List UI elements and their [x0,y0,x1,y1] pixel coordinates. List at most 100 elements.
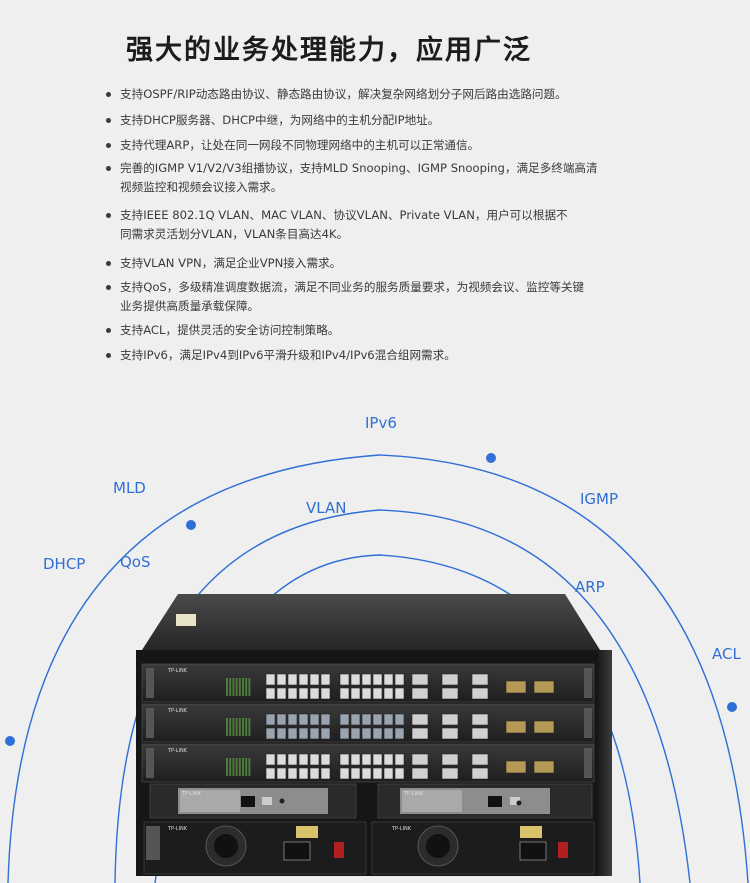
led-indicator [229,758,232,776]
ethernet-port-icon [372,727,383,740]
ethernet-port-icon [320,687,331,700]
ethernet-port-icon [276,673,287,686]
led-indicator [245,758,248,776]
combo-port-icon [411,727,429,740]
combo-port-icon [441,687,459,700]
combo-port-icon [441,753,459,766]
outer-arc [7,454,749,883]
ethernet-port-icon [320,673,331,686]
brand-logo: TP-LINK [403,791,424,797]
combo-port-icon [471,687,489,700]
chassis-side [598,650,612,876]
feature-item: 支持VLAN VPN，满足企业VPN接入需求。 [106,254,626,273]
ethernet-port-icon [350,673,361,686]
ethernet-port-icon [320,767,331,780]
brand-logo: TP-LINK [167,668,188,674]
feature-item: 支持OSPF/RIP动态路由协议、静态路由协议，解决复杂网络划分子网后路由选路问… [106,85,626,104]
ethernet-port-icon [309,753,320,766]
led-indicator [232,758,235,776]
bullet-icon [106,92,111,97]
ethernet-port-icon [383,727,394,740]
led-indicator [242,758,244,776]
power-supply-right: TP-LINK [371,821,595,875]
management-module-right: TP-LINK [377,783,593,819]
bullet-icon [106,261,111,266]
ethernet-port-icon [276,753,287,766]
ethernet-port-icon [339,753,350,766]
ethernet-port-icon [298,673,309,686]
console-port-icon [488,796,502,807]
ethernet-port-icon [394,687,405,700]
bullet-icon [106,166,111,171]
bullet-icon [106,118,111,123]
ethernet-port-icon [287,767,298,780]
led-indicator [245,718,248,736]
ethernet-port-icon [309,687,320,700]
label-acl: ACL [712,645,741,663]
led-indicator [229,678,232,696]
ethernet-port-icon [309,727,320,740]
ethernet-port-icon [265,687,276,700]
ethernet-port-icon [372,753,383,766]
power-supply-left: TP-LINK [143,821,367,875]
chassis-top [142,594,600,650]
combo-port-icon [471,753,489,766]
sfp-port-icon [505,720,527,734]
ethernet-port-icon [372,687,383,700]
ethernet-port-icon [383,713,394,726]
ethernet-port-icon [350,767,361,780]
ethernet-port-icon [361,687,372,700]
ethernet-port-icon [350,727,361,740]
feature-item: 支持代理ARP，让处在同一网段不同物理网络中的主机可以正常通信。 [106,136,626,155]
ethernet-port-icon [320,713,331,726]
ethernet-port-icon [309,767,320,780]
combo-port-icon [441,673,459,686]
ethernet-port-icon [287,727,298,740]
led-indicator [242,718,244,736]
ethernet-port-icon [394,673,405,686]
ethernet-port-icon [265,767,276,780]
label-arp: ARP [575,578,605,596]
combo-port-icon [441,767,459,780]
brand-logo: TP-LINK [167,748,188,754]
ethernet-port-icon [298,713,309,726]
label-ipv6: IPv6 [365,414,397,432]
ethernet-port-icon [372,767,383,780]
led-indicator [238,678,241,696]
ethernet-port-icon [383,767,394,780]
node-dot [186,520,196,530]
led-indicator [235,718,238,736]
ethernet-port-icon [361,767,372,780]
ethernet-port-icon [394,767,405,780]
brand-logo: TP-LINK [181,791,202,797]
switch-chassis: TP-LINK TP-LINK TP-LINK TP-LINK [136,594,612,876]
ethernet-port-icon [383,687,394,700]
chassis-label-sticker [176,614,196,626]
led-indicator [226,678,228,696]
bullet-icon [106,143,111,148]
ethernet-port-icon [320,753,331,766]
led-indicator [245,678,248,696]
console-port-icon [241,796,255,807]
ethernet-port-icon [287,713,298,726]
sfp-port-icon [533,760,555,774]
ethernet-port-icon [276,687,287,700]
ethernet-port-icon [320,727,331,740]
label-vlan: VLAN [306,499,346,517]
feature-item: 支持IEEE 802.1Q VLAN、MAC VLAN、协议VLAN、Priva… [106,206,576,244]
ethernet-port-icon [361,727,372,740]
node-dot [727,702,737,712]
label-mld: MLD [113,479,146,497]
led-indicator [238,718,241,736]
led-indicator [248,718,251,736]
ethernet-port-icon [394,753,405,766]
ethernet-port-icon [394,713,405,726]
ethernet-port-icon [309,673,320,686]
ethernet-port-icon [372,713,383,726]
ethernet-port-icon [287,687,298,700]
ethernet-port-icon [383,673,394,686]
ethernet-port-icon [276,727,287,740]
combo-port-icon [411,767,429,780]
led-indicator [235,758,238,776]
